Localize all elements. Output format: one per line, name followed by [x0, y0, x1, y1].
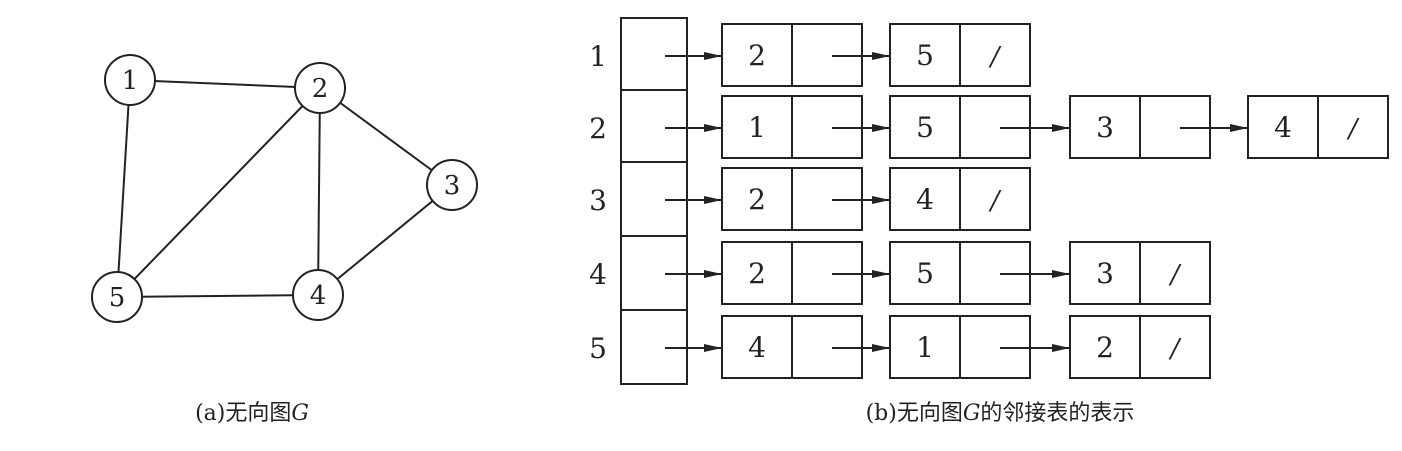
graph-edge-1-5 [116, 79, 131, 298]
adjacent-vertex-value: 3 [1096, 111, 1114, 144]
list-node: 1 [889, 315, 1070, 379]
null-pointer-marker: / [988, 186, 1002, 216]
graph-caption: (a)无向图G [195, 401, 309, 426]
adjacent-vertex-value: 3 [1096, 257, 1114, 290]
list-node: 4/ [1247, 95, 1389, 159]
vertex-label: 4 [310, 281, 327, 311]
list-node: 2 [721, 167, 890, 231]
vertex-label: 2 [312, 74, 329, 104]
adjacent-vertex-value: 5 [916, 39, 934, 72]
adjacent-vertex-value: 2 [1096, 331, 1114, 364]
adjacent-vertex-value: 2 [748, 39, 766, 72]
null-pointer-marker: / [988, 42, 1002, 72]
adjacent-vertex-value: 2 [748, 183, 766, 216]
vertex-index-label: 4 [589, 258, 607, 291]
list-node: 4/ [889, 167, 1031, 231]
list-node: 5/ [889, 23, 1031, 87]
adjacent-vertex-value: 4 [1274, 111, 1292, 144]
vertex-circle [426, 159, 478, 211]
vertex-label: 5 [109, 283, 126, 313]
graph-vertex-4: 4 [292, 269, 344, 321]
null-pointer-marker: / [1346, 114, 1360, 144]
undirected-graph: 1 2 3 4 5 [91, 54, 478, 323]
vertex-index-label: 3 [589, 184, 607, 217]
list-node: 2 [721, 23, 890, 87]
adjacency-caption: (b)无向图G的邻接表的表示 [866, 401, 1135, 426]
graph-edges [116, 79, 453, 298]
vertex-circle [91, 271, 143, 323]
list-node: 3/ [1069, 241, 1211, 305]
graph-edge-1-2 [129, 79, 321, 89]
adjacent-vertex-value: 5 [916, 111, 934, 144]
adjacent-vertex-value: 2 [748, 257, 766, 290]
adjacent-vertex-value: 4 [748, 331, 766, 364]
adjacent-vertex-value: 1 [916, 331, 934, 364]
list-node: 2/ [1069, 315, 1211, 379]
graph-vertex-5: 5 [91, 271, 143, 323]
list-node: 4 [721, 315, 890, 379]
graph-vertex-3: 3 [426, 159, 478, 211]
graph-edge-3-4 [317, 184, 453, 296]
null-pointer-marker: / [1168, 334, 1182, 364]
graph-edge-2-4 [317, 87, 321, 296]
vertex-circle [292, 269, 344, 321]
vertex-circle [294, 62, 346, 114]
adjacent-vertex-value: 5 [916, 257, 934, 290]
vertex-label: 1 [122, 66, 139, 96]
list-node: 5 [889, 241, 1070, 305]
list-node: 5 [889, 95, 1070, 159]
null-pointer-marker: / [1168, 260, 1182, 290]
list-node: 3 [1069, 95, 1248, 159]
graph-vertices: 1 2 3 4 5 [91, 54, 478, 323]
vertex-index-label: 5 [589, 332, 607, 365]
graph-edge-2-3 [319, 87, 453, 186]
adjacent-vertex-value: 4 [916, 183, 934, 216]
adjacent-vertex-value: 1 [748, 111, 766, 144]
graph-edge-4-5 [116, 294, 319, 298]
vertex-label: 3 [444, 171, 461, 201]
graph-vertex-2: 2 [294, 62, 346, 114]
vertex-index-label: 2 [589, 112, 607, 145]
graph-vertex-1: 1 [104, 54, 156, 106]
vertex-circle [104, 54, 156, 106]
list-node: 1 [721, 95, 890, 159]
list-node: 2 [721, 241, 890, 305]
graph-edge-2-5 [116, 87, 321, 298]
vertex-index-label: 1 [589, 40, 607, 73]
